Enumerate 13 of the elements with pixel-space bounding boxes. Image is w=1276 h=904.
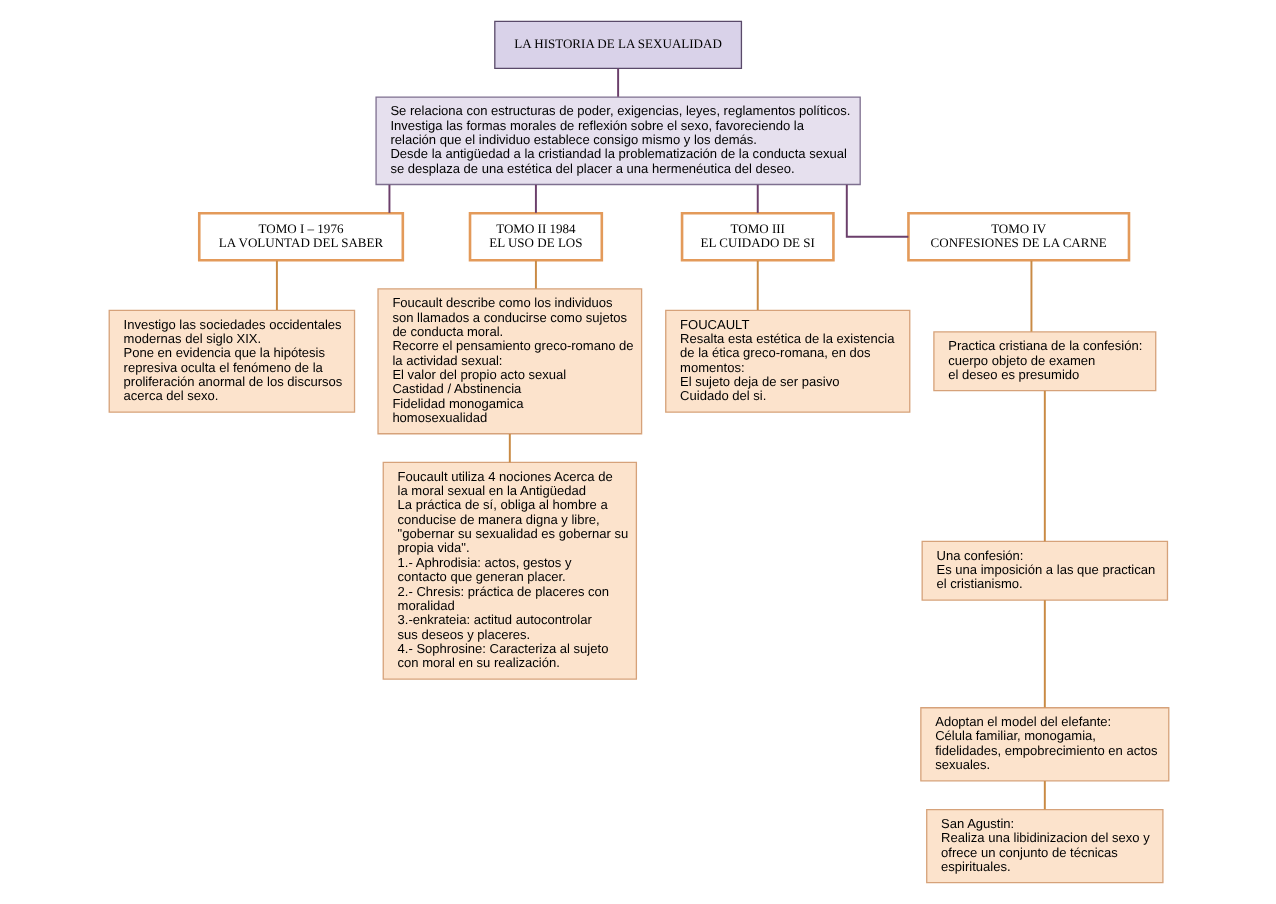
connector [616, 67, 619, 98]
connector [1029, 259, 1032, 333]
connector [507, 433, 510, 464]
connector [387, 183, 390, 214]
connector [755, 183, 758, 214]
connector [1042, 389, 1045, 543]
connector [1042, 780, 1045, 811]
connector [755, 259, 758, 311]
connector [1042, 599, 1045, 709]
connector [533, 259, 536, 290]
connector [274, 259, 277, 311]
connector [844, 183, 909, 238]
connector [533, 183, 536, 214]
